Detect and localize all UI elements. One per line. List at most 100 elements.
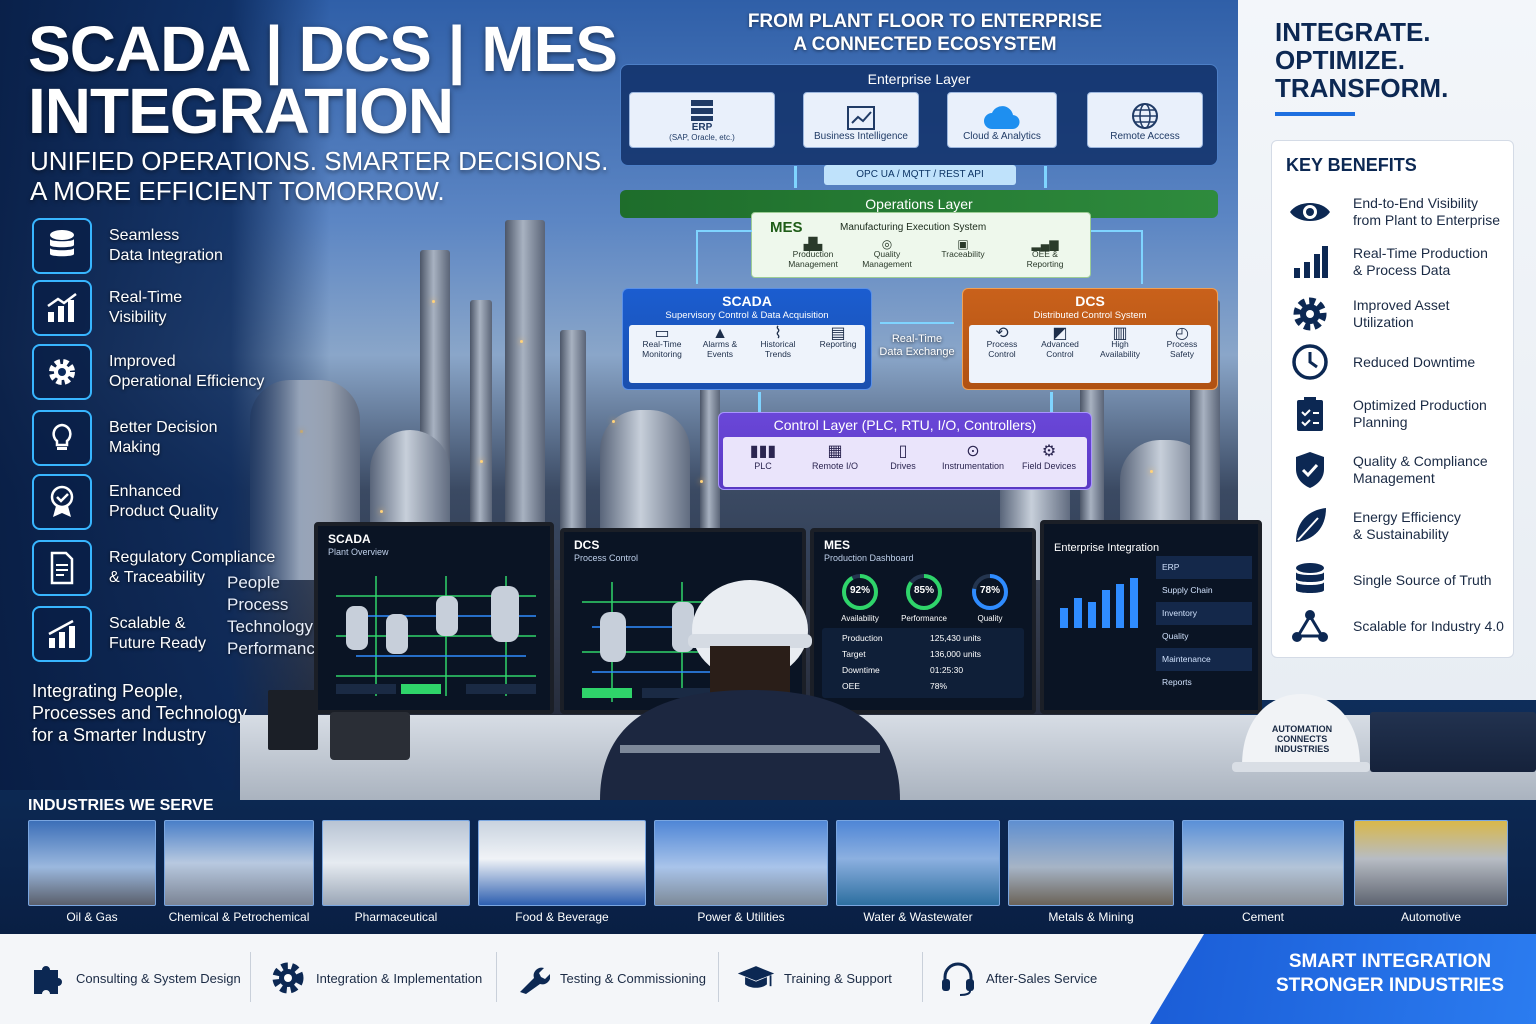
pencil-holder <box>268 690 318 750</box>
scada-reporting[interactable]: ▤Reporting <box>809 325 867 350</box>
shield-check-icon <box>1286 450 1334 490</box>
bar-chart-icon <box>1286 244 1334 280</box>
mes-production-management[interactable]: ▟▙Production Management <box>788 237 838 269</box>
industry-automotive[interactable] <box>1354 820 1508 906</box>
benefit-item: Reduced Downtime <box>1286 339 1511 385</box>
network-icon <box>1286 608 1334 644</box>
main-title: SCADA | DCS | MES INTEGRATION <box>28 13 618 147</box>
arrow-connector <box>1050 392 1053 412</box>
service-consulting[interactable]: Consulting & System Design <box>28 956 241 1000</box>
dcs-high-availability[interactable]: ▥High Availability <box>1091 326 1149 360</box>
feature-operational-efficiency: Improved Operational Efficiency <box>32 344 292 400</box>
footer-brand-text: SMART INTEGRATION STRONGER INDUSTRIES <box>1275 951 1505 996</box>
gear-icon <box>32 344 92 400</box>
instrumentation-item[interactable]: ⊙Instrumentation <box>937 441 1009 471</box>
enterprise-layer: Enterprise Layer ERP (SAP, Oracle, etc.)… <box>620 64 1218 166</box>
remote-access-box[interactable]: Remote Access <box>1087 92 1203 148</box>
plc-item[interactable]: ▮▮▮PLC <box>727 441 799 471</box>
drives-item[interactable]: ▯Drives <box>867 441 939 471</box>
benefit-item: Optimized Production Planning <box>1286 391 1511 437</box>
industry-label: Metals & Mining <box>1048 910 1134 924</box>
plc-icon: ▮▮▮ <box>749 443 777 460</box>
industry-pharmaceutical[interactable] <box>322 820 470 906</box>
feature-realtime-visibility: Real-Time Visibility <box>32 280 292 336</box>
lightbulb-icon <box>32 410 92 466</box>
server-icon <box>691 100 713 121</box>
mes-traceability[interactable]: ▣Traceability <box>941 237 985 259</box>
scada-realtime-monitoring[interactable]: ▭Real-Time Monitoring <box>633 325 691 360</box>
service-training[interactable]: Training & Support <box>736 956 892 1000</box>
mes-oee-reporting[interactable]: ▂▄▆OEE & Reporting <box>1026 237 1064 269</box>
dcs-box[interactable]: DCS Distributed Control System ⟲Process … <box>962 288 1218 390</box>
industry-oil-gas[interactable] <box>28 820 156 906</box>
benefit-item: Energy Efficiency & Sustainability <box>1286 503 1511 549</box>
industry-metals-mining[interactable] <box>1008 820 1174 906</box>
industry-power-utilities[interactable] <box>654 820 828 906</box>
people-process-words: People Process Technology Performance <box>227 573 325 658</box>
industry-water-wastewater[interactable] <box>836 820 1000 906</box>
dcs-advanced-control[interactable]: ◩Advanced Control <box>1031 325 1089 360</box>
gear-icon <box>1286 295 1334 333</box>
growth-icon <box>32 606 92 662</box>
industry-label: Cement <box>1241 910 1285 924</box>
benefit-item: Scalable for Industry 4.0 <box>1286 603 1511 649</box>
service-divider <box>718 952 719 1002</box>
scada-monitor[interactable]: SCADA Plant Overview <box>314 522 554 714</box>
feature-decision-making: Better Decision Making <box>32 410 292 466</box>
footer-brand-banner <box>1150 934 1536 1024</box>
advanced-icon: ◩ <box>1052 325 1068 342</box>
tagline: Integrating People, Processes and Techno… <box>32 681 247 745</box>
helmet-prop: AUTOMATION CONNECTS INDUSTRIES <box>1232 686 1370 776</box>
gauge-fill <box>842 574 878 610</box>
headset-icon <box>938 959 978 997</box>
scada-historical-trends[interactable]: ⌇Historical Trends <box>749 326 807 360</box>
service-divider <box>496 952 497 1002</box>
industry-label: Water & Wastewater <box>863 910 973 924</box>
arrow-connector <box>1141 230 1143 284</box>
industry-label: Chemical & Petrochemical <box>168 910 310 924</box>
chart-up-icon <box>32 280 92 336</box>
report-icon: ▤ <box>830 325 846 342</box>
enterprise-monitor[interactable]: Enterprise Integration ERP Supply Chain … <box>1040 520 1262 714</box>
industry-food-beverage[interactable] <box>478 820 646 906</box>
database-icon <box>1286 561 1334 599</box>
erp-box[interactable]: ERP (SAP, Oracle, etc.) <box>629 92 775 148</box>
arrow-connector <box>758 392 761 412</box>
cloud-analytics-box[interactable]: Cloud & Analytics <box>947 92 1057 148</box>
feature-product-quality: Enhanced Product Quality <box>32 474 292 530</box>
dcs-process-safety[interactable]: ◴Process Safety <box>1153 326 1211 360</box>
industry-label: Power & Utilities <box>697 910 785 924</box>
field-devices-item[interactable]: ⚙Field Devices <box>1013 441 1085 471</box>
control-layer[interactable]: Control Layer (PLC, RTU, I/O, Controller… <box>718 412 1092 490</box>
remote-io-item[interactable]: ▦Remote I/O <box>799 441 871 471</box>
business-intelligence-box[interactable]: Business Intelligence <box>803 92 919 148</box>
drive-icon: ▯ <box>898 443 908 460</box>
mes-quality-management[interactable]: ◎Quality Management <box>862 237 912 269</box>
eye-icon <box>1286 198 1334 226</box>
industry-chemical[interactable] <box>164 820 314 906</box>
mes-monitor[interactable]: MES Production Dashboard 92% Availabilit… <box>810 528 1036 714</box>
arrow-connector <box>794 166 797 188</box>
industry-label: Automotive <box>1400 910 1462 924</box>
database-icon <box>32 218 92 274</box>
scada-alarms-events[interactable]: ▲Alarms & Events <box>691 326 749 360</box>
monitor-icon: ▭ <box>654 325 670 342</box>
dcs-process-control[interactable]: ⟲Process Control <box>973 325 1031 360</box>
feature-data-integration: Seamless Data Integration <box>32 218 292 274</box>
arrow-connector <box>696 230 698 284</box>
document-icon <box>32 540 92 596</box>
performance-gauge <box>906 574 942 610</box>
service-integration[interactable]: Integration & Implementation <box>268 956 482 1000</box>
enterprise-menu: ERP Supply Chain Inventory Quality Maint… <box>1156 556 1252 694</box>
industry-cement[interactable] <box>1182 820 1344 906</box>
service-testing[interactable]: Testing & Commissioning <box>512 956 706 1000</box>
scada-box[interactable]: SCADA Supervisory Control & Data Acquisi… <box>622 288 872 390</box>
feature-scalable: Scalable & Future Ready <box>32 606 292 662</box>
benefit-item: Quality & Compliance Management <box>1286 447 1511 493</box>
control-icon: ⟲ <box>995 325 1009 342</box>
service-after-sales[interactable]: After-Sales Service <box>938 956 1097 1000</box>
robot-arm-icon: ⚙ <box>1041 443 1057 460</box>
mes-box[interactable]: MES Manufacturing Execution System ▟▙Pro… <box>751 212 1091 278</box>
industries-title: INDUSTRIES WE SERVE <box>28 797 214 814</box>
wrench-icon <box>512 960 552 996</box>
